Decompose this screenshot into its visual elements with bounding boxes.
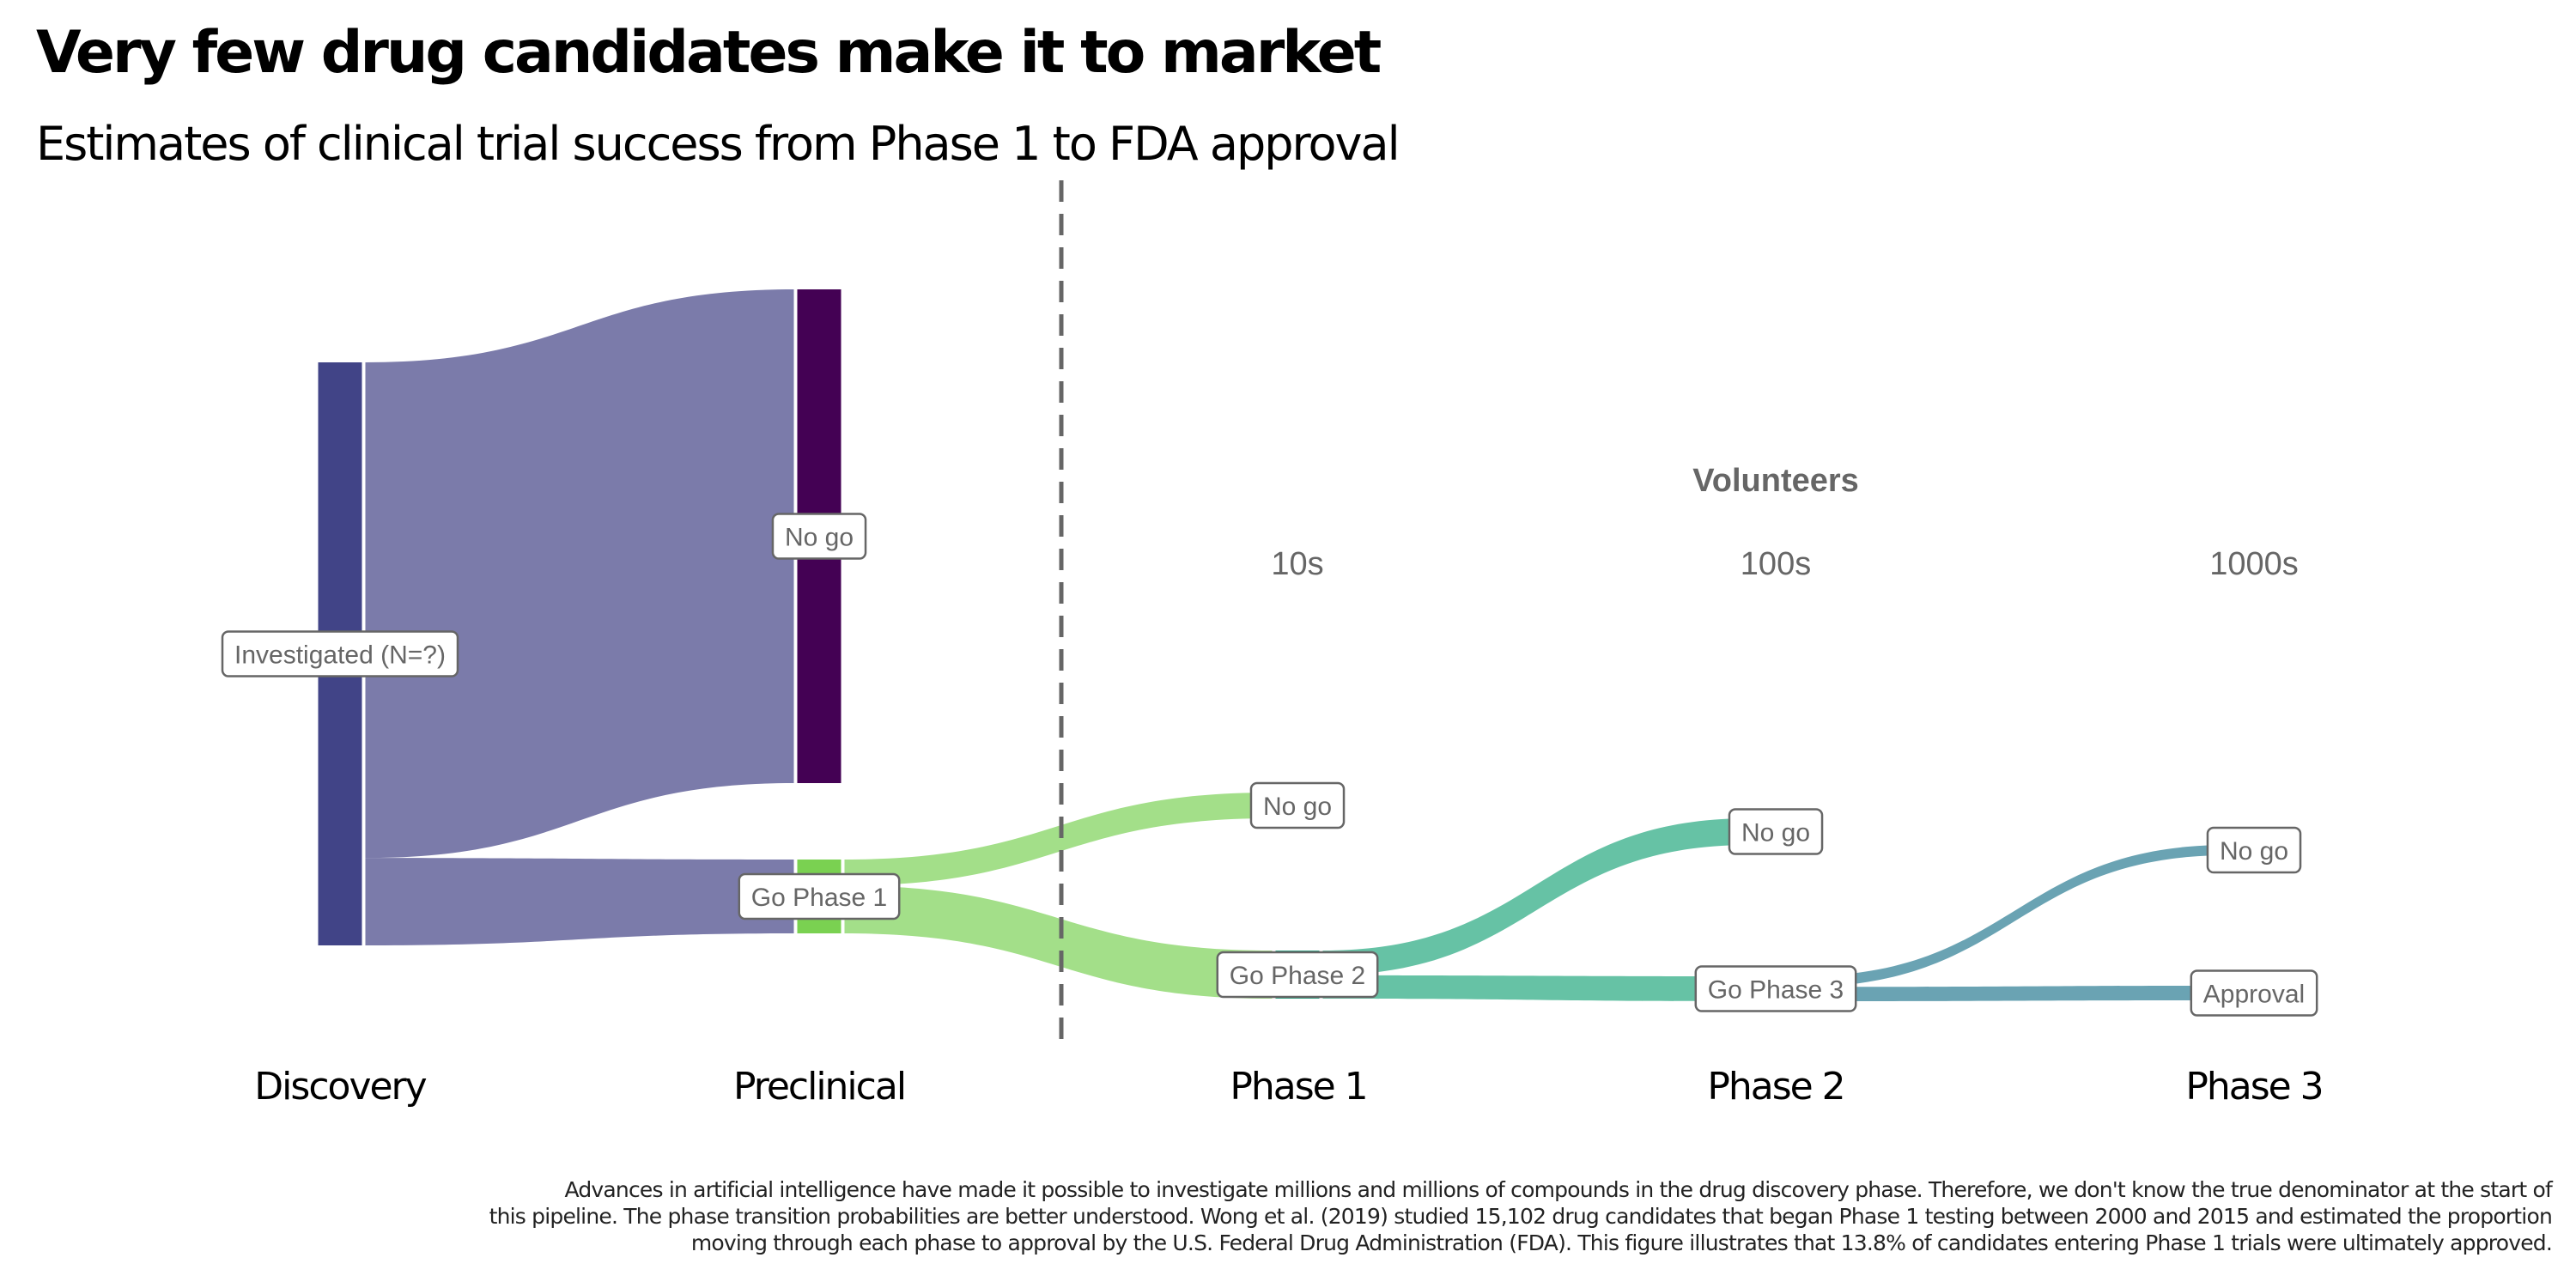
volunteers-phase-1: 10s — [1271, 546, 1323, 582]
node-label-box — [1728, 808, 1824, 855]
link-go_p1-to-go_p2 — [844, 885, 1273, 999]
caption-line-1: Advances in artificial intelligence have… — [564, 1177, 2552, 1202]
link-go_p1-to-p1_nogo — [844, 793, 1273, 886]
labels-layer: Investigated (N=?) No go Go Phase 1 No go Go… — [221, 513, 2318, 1017]
link-investigated-to-go_p1 — [365, 858, 794, 945]
node-label-go_p2: Go Phase 2 — [1216, 951, 1379, 999]
link-go_p2-to-p2_nogo — [1322, 818, 1751, 975]
link-go_p3-to-p3_nogo — [1801, 845, 2229, 987]
stage-label-preclinical: Preclinical — [733, 1065, 905, 1109]
node-label-text: No go — [1263, 793, 1332, 821]
node-label-text: Go Phase 3 — [1708, 976, 1844, 1005]
chart-title: Very few drug candidates make it to mark… — [36, 19, 1382, 87]
chart-subtitle: Estimates of clinical trial success from… — [36, 117, 1400, 171]
node-label-text: Go Phase 1 — [751, 884, 887, 912]
stage-label-phase-1: Phase 1 — [1230, 1065, 1366, 1109]
caption-line-2: this pipeline. The phase transition prob… — [489, 1204, 2553, 1229]
caption: Advances in artificial intelligence have… — [234, 1176, 2553, 1256]
volunteers-phase-3: 1000s — [2209, 546, 2299, 582]
link-investigated-to-pre_nogo — [365, 289, 794, 859]
node-label-go_p3: Go Phase 3 — [1694, 965, 1857, 1012]
link-go_p3-to-approval — [1801, 986, 2229, 1001]
node-label-p3_nogo: No go — [2206, 826, 2302, 874]
node-label-text: Go Phase 2 — [1230, 962, 1365, 990]
node-label-box — [1694, 965, 1857, 1012]
volunteers-header: Volunteers — [1692, 463, 1859, 499]
node-label-text: No go — [1741, 819, 1810, 848]
node-label-box — [221, 630, 459, 677]
stage-axis: Discovery Preclinical Phase 1 Phase 2 Ph… — [254, 1065, 2324, 1109]
stage-label-phase-3: Phase 3 — [2185, 1065, 2322, 1109]
node-label-go_p1: Go Phase 1 — [738, 872, 901, 920]
node-label-p1_nogo: No go — [1249, 781, 1346, 829]
links-layer — [365, 289, 2229, 1001]
node-label-box — [771, 513, 867, 560]
node-label-box — [2190, 969, 2318, 1017]
link-go_p2-to-go_p3 — [1322, 975, 1751, 1001]
node-label-text: Approval — [2203, 981, 2305, 1009]
node-label-box — [1249, 781, 1346, 829]
node-label-p2_nogo: No go — [1728, 808, 1824, 855]
node-label-text: Investigated (N=?) — [234, 641, 446, 670]
stage-label-discovery: Discovery — [254, 1065, 426, 1109]
node-label-text: No go — [785, 524, 854, 552]
node-label-box — [2206, 826, 2302, 874]
volunteers-phase-2: 100s — [1741, 546, 1811, 582]
stage-label-phase-2: Phase 2 — [1707, 1065, 1844, 1109]
node-label-box — [1216, 951, 1379, 999]
node-label-investigated: Investigated (N=?) — [221, 630, 459, 677]
node-label-approval: Approval — [2190, 969, 2318, 1017]
caption-line-3: moving through each phase to approval by… — [690, 1230, 2553, 1255]
node-label-pre_nogo: No go — [771, 513, 867, 560]
node-label-text: No go — [2220, 837, 2288, 866]
node-label-box — [738, 872, 901, 920]
